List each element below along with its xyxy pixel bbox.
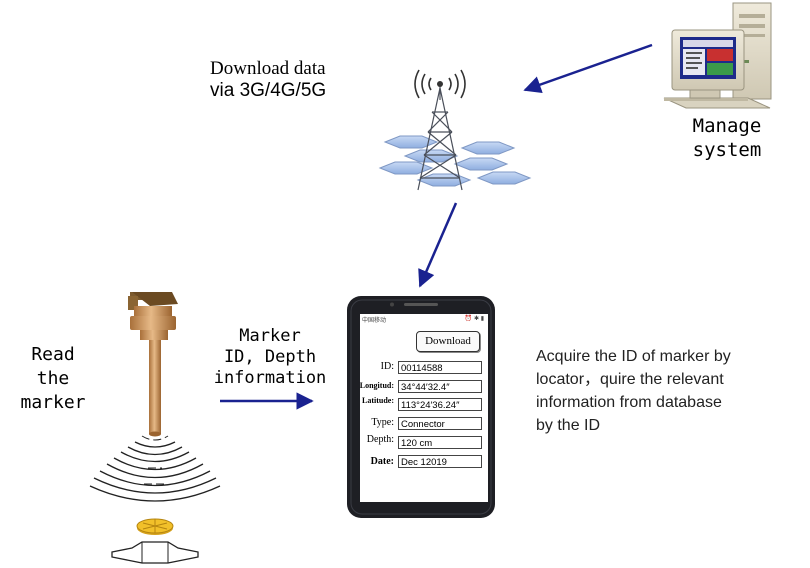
manage-system-line-2: system [692,139,762,161]
description-line-4: by the ID [536,417,601,434]
field-label-id: ID: [380,361,394,372]
phone-status-bar: 中国移动 ⏰ ✱ ▮ [362,315,486,324]
download-data-line-2: via 3G/4G/5G [210,80,327,101]
signal-tower-icon [378,69,532,191]
marker-info-line-3: information [213,368,327,388]
description-text: Acquire the ID of marker by locator，quir… [536,345,731,437]
description-line-2: locator，quire the relevant [536,371,724,388]
status-icons: ⏰ ✱ ▮ [464,316,484,322]
read-marker-line-1: Read [31,344,75,365]
description-line-1: Acquire the ID of marker by [536,348,731,365]
field-label-depth: Depth: [366,434,394,445]
marker-info-line-1: Marker [239,326,301,346]
download-data-line-1: Download data [210,58,326,79]
manage-system-line-1: Manage [692,115,762,137]
field-value-latitude[interactable]: 113°24′36.24″ [398,398,482,411]
field-label-latitude: Latitude: [362,396,394,405]
field-label-date: Date: [370,456,394,467]
field-value-id[interactable]: 00114588 [398,361,482,374]
desktop-computer-icon [663,2,772,109]
manage-system-label: Manage system [682,114,772,162]
field-label-longitude: Longitud: [359,381,394,390]
status-carrier: 中国移动 [362,318,387,324]
download-data-label: Download data via 3G/4G/5G [210,58,326,102]
read-marker-line-3: marker [20,392,86,413]
field-value-depth[interactable]: 120 cm [398,436,482,449]
marker-info-label: Marker ID, Depth information [206,326,334,389]
field-label-type: Type: [371,417,394,428]
download-button[interactable]: Download [416,331,480,352]
read-marker-label: Read the marker [14,343,92,415]
field-value-date[interactable]: Dec 12019 [398,455,482,468]
marker-info-line-2: ID, Depth [223,347,317,367]
arrow-manage-to-tower [523,43,653,93]
marker-locator-icon [89,292,221,564]
field-value-longitude[interactable]: 34°44′32.4″ [398,380,482,393]
field-value-type[interactable]: Connector [398,417,482,430]
arrow-tower-to-phone [418,202,458,288]
description-line-3: information from database [536,394,722,411]
read-marker-line-2: the [36,368,70,389]
